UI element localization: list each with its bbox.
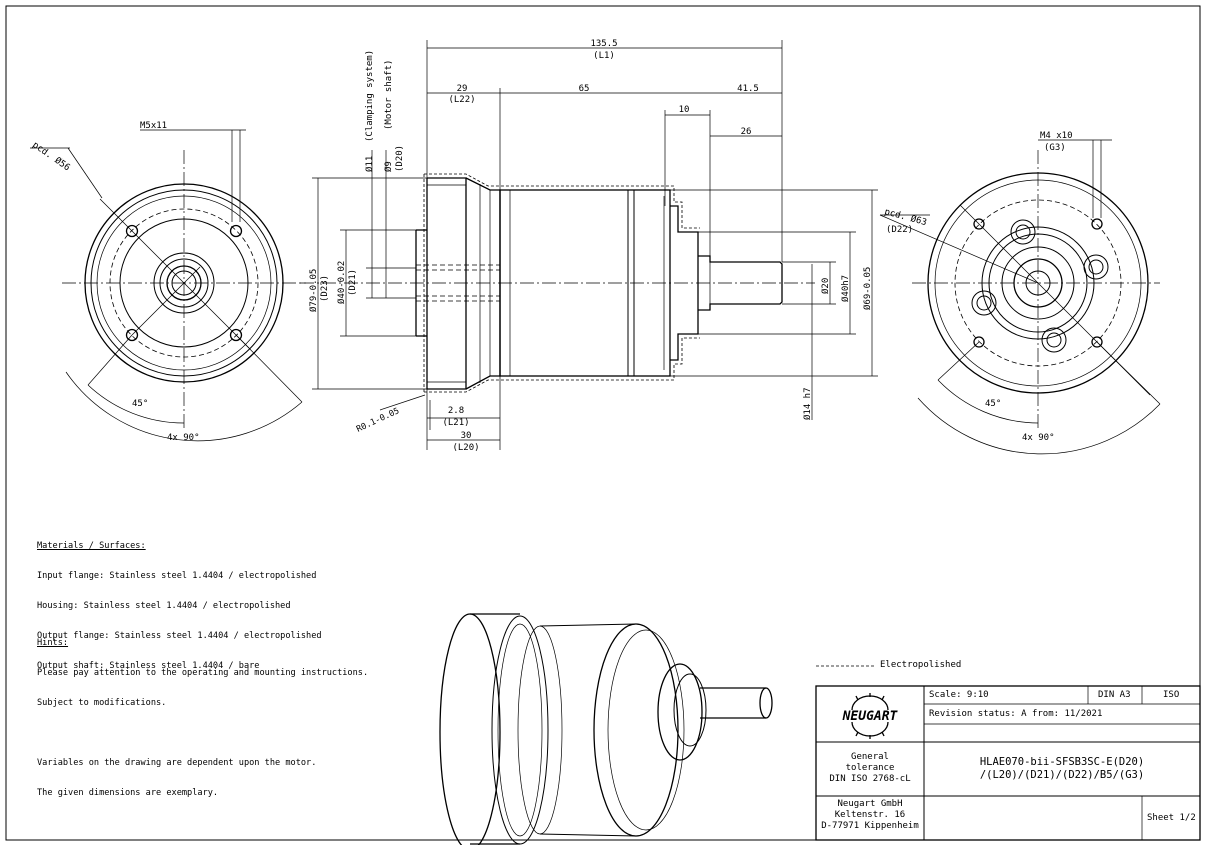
dim-shaft-dia: Ø20 (820, 278, 831, 294)
dim-input-length-var: (L22) (448, 95, 475, 105)
dim-right-thread-var: (G3) (1044, 143, 1066, 153)
materials-line: Output flange: Stainless steel 1.4404 / … (37, 631, 322, 641)
svg-text:NEUGART: NEUGART (842, 709, 899, 724)
materials-line: Input flange: Stainless steel 1.4404 / e… (37, 571, 317, 581)
hints-line: Subject to modifications. (37, 698, 167, 708)
dim-clamp-label: (Clamping system) (365, 50, 375, 142)
drawing-frame (5, 5, 1201, 841)
dim-left-angle: 45° (132, 399, 148, 409)
sheet-text: Sheet 1/2 (1147, 813, 1196, 823)
company-line: D-77971 Kippenheim (821, 821, 919, 831)
dim-spigot-len: 30 (461, 431, 472, 441)
dim-radius: R0.1-0.05 (355, 406, 401, 435)
materials-heading: Materials / Surfaces: (37, 541, 146, 551)
isometric-view (439, 613, 773, 845)
dim-input-length: 29 (457, 84, 468, 94)
output-flange-view (879, 139, 1161, 455)
dim-spigot-dia: Ø40h7 (840, 275, 851, 302)
materials-notes: Materials / Surfaces: Input flange: Stai… (37, 521, 322, 681)
tolerance-line: tolerance (845, 763, 895, 773)
dim-centering-dia: Ø40-0.02 (336, 261, 347, 304)
gearbox-side-view (300, 40, 878, 450)
electropolished-legend: Electropolished (880, 660, 962, 670)
dim-motor-shaft-label: (Motor shaft) (384, 60, 394, 130)
standard-text: ISO (1163, 690, 1180, 700)
hints-notes: Hints: Please pay attention to the opera… (37, 618, 368, 808)
dim-shaft-length: 26 (741, 127, 752, 137)
part-number-line: /(L20)/(D21)/(D22)/B5/(G3) (979, 769, 1145, 781)
input-flange-view (30, 129, 306, 442)
company-line: Neugart GmbH (837, 799, 903, 809)
dim-motor-shaft-dia: Ø9 (383, 161, 394, 172)
dim-left-pcd: pcd. Ø56 (30, 139, 72, 173)
dim-overall-length: 135.5 (590, 39, 617, 49)
dim-overall-length-var: (L1) (593, 51, 615, 61)
dim-flange-thk: 2.8 (448, 406, 464, 416)
hints-line (37, 728, 368, 738)
dim-flange-var: (D23) (320, 275, 330, 302)
dim-right-angle: 45° (985, 399, 1001, 409)
dim-right-spacing: 4x 90° (1022, 433, 1055, 443)
scale-text: Scale: 9:10 (929, 690, 989, 700)
dim-right-thread: M4 x10 (1040, 131, 1073, 141)
part-number-line: HLAE070-bii-SFSB3SC-E(D20) (979, 756, 1145, 768)
materials-line: Output shaft: Stainless steel 1.4404 / b… (37, 661, 260, 671)
hints-line: The given dimensions are exemplary. (37, 788, 219, 798)
dim-left-spacing: 4x 90° (167, 433, 200, 443)
materials-line: Housing: Stainless steel 1.4404 / electr… (37, 601, 291, 611)
dim-motor-shaft-var: (D20) (395, 145, 405, 172)
dim-right-pcd-var: (D22) (886, 225, 913, 235)
dim-flange-dia: Ø79-0.05 (308, 269, 319, 312)
dim-housing-length: 65 (579, 84, 590, 94)
company-block: Neugart GmbH Keltenstr. 16 D-77971 Kippe… (816, 799, 924, 832)
hints-line: Please pay attention to the operating an… (37, 668, 369, 678)
dim-left-thread: M5x11 (140, 121, 167, 131)
neugart-logo: NEUGART (842, 693, 899, 739)
dim-shaft-end-dia: Ø14 h7 (802, 387, 813, 420)
bolt-hole (125, 224, 243, 342)
tolerance-line: DIN ISO 2768-cL (829, 774, 911, 784)
hints-line: Variables on the drawing are dependent u… (37, 758, 317, 768)
title-block: NEUGART (815, 685, 1201, 841)
dim-spigot-len-var: (L20) (452, 443, 479, 453)
mounting-hole (973, 218, 1103, 348)
tolerance-block: General tolerance DIN ISO 2768-cL (816, 752, 924, 785)
dim-shaft-total: 41.5 (737, 84, 759, 94)
dim-flange-thk-var: (L21) (442, 418, 469, 428)
dim-centering-var: (D21) (348, 269, 358, 296)
hex-screw (971, 219, 1109, 353)
tolerance-line: General (851, 752, 889, 762)
dim-housing-dia: Ø69-0.05 (862, 267, 873, 310)
company-line: Keltenstr. 16 (834, 810, 906, 820)
dim-clamp-dia: Ø11 (364, 156, 375, 172)
dim-step-length: 10 (679, 105, 690, 115)
revision-text: Revision status: A from: 11/2021 (929, 709, 1103, 719)
part-number-block: HLAE070-bii-SFSB3SC-E(D20) /(L20)/(D21)/… (924, 756, 1200, 782)
format-text: DIN A3 (1098, 690, 1131, 700)
hints-heading: Hints: (37, 638, 69, 648)
